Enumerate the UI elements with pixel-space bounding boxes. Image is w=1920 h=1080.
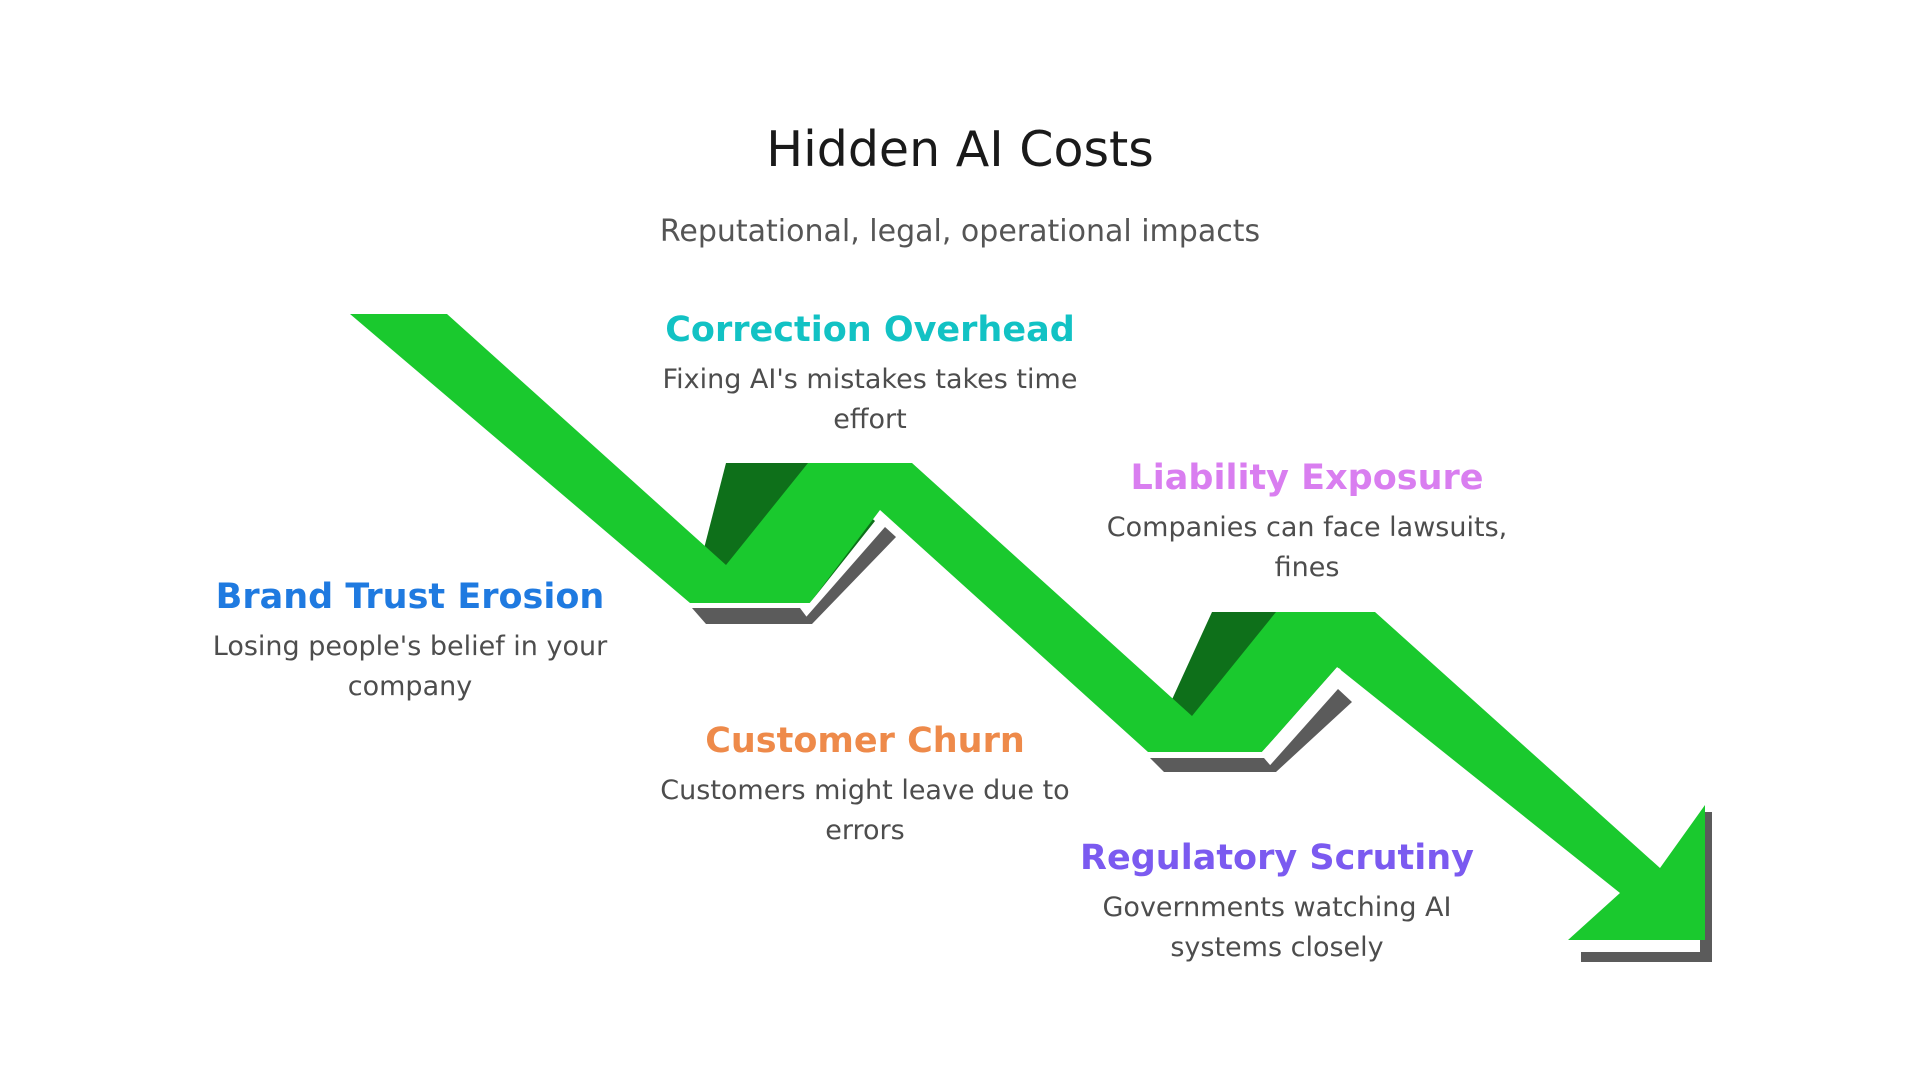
step-correction-overhead: Correction Overhead Fixing AI's mistakes…: [650, 308, 1090, 440]
page-subtitle: Reputational, legal, operational impacts: [659, 214, 1261, 249]
arrow-shadow-1: [692, 527, 896, 624]
step-title: Regulatory Scrutiny: [1080, 838, 1474, 878]
arrow-edge-1: [690, 523, 880, 607]
arrow-shadow-2-base: [1150, 758, 1276, 772]
arrow-shadow-2: [1164, 689, 1352, 772]
arrow-edge-2: [1148, 667, 1342, 756]
step-title: Liability Exposure: [1130, 458, 1484, 498]
arrow-shadow-1-base: [692, 608, 812, 624]
step-description: Losing people's belief in your company: [212, 631, 608, 702]
step-description: Companies can face lawsuits, fines: [1106, 512, 1508, 583]
step-title: Correction Overhead: [665, 310, 1075, 350]
step-liability-exposure: Liability Exposure Companies can face la…: [1087, 456, 1527, 588]
step-brand-trust-erosion: Brand Trust Erosion Losing people's beli…: [190, 575, 630, 707]
step-description: Customers might leave due to errors: [660, 775, 1070, 846]
page-title: Hidden AI Costs: [766, 121, 1154, 178]
step-description: Governments watching AI systems closely: [1102, 892, 1452, 963]
step-description: Fixing AI's mistakes takes time effort: [662, 364, 1078, 435]
step-title: Customer Churn: [705, 721, 1025, 761]
step-regulatory-scrutiny: Regulatory Scrutiny Governments watching…: [1057, 836, 1497, 968]
step-title: Brand Trust Erosion: [215, 577, 605, 617]
arrow-ribbon: [350, 314, 1705, 940]
step-customer-churn: Customer Churn Customers might leave due…: [645, 719, 1085, 851]
